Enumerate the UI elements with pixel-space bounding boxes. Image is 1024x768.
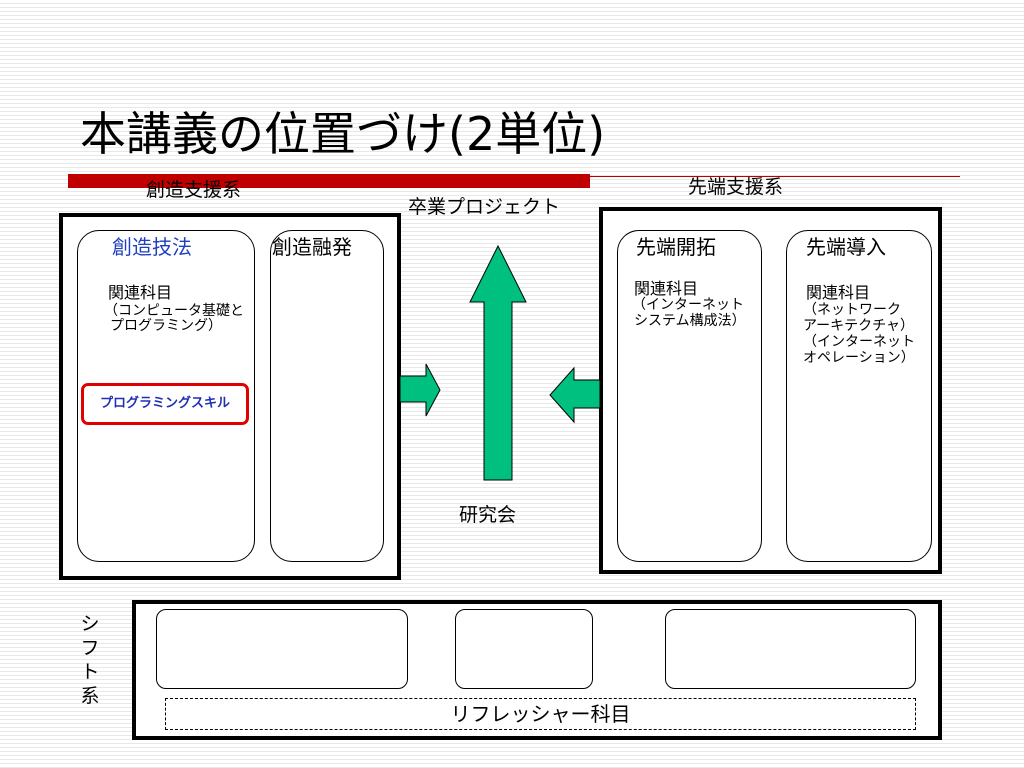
right-arrow <box>399 363 441 417</box>
souzou-gihou-subject-line-1: （コンピュータ基礎と <box>104 303 244 319</box>
kenkyukai-label: 研究会 <box>459 504 517 526</box>
slide-title: 本講義の位置づけ(2単位) <box>80 107 606 161</box>
shift-kei-char-2: フ <box>80 637 100 659</box>
shift-course-box-2 <box>455 609 593 689</box>
sentan-kaitaku-column <box>617 230 762 562</box>
sentan-dounyu-subject-line-1: （ネットワーク <box>803 302 901 318</box>
title-underline-bar <box>68 174 590 188</box>
sentan-kaitaku-subject-heading: 関連科目 <box>634 279 699 298</box>
programming-skill-highlight: プログラミングスキル <box>81 383 249 425</box>
sentan-dounyu-subject-line-4: オペレーション） <box>803 350 915 366</box>
sentan-dounyu-subject-line-2: アーキテクチャ） <box>803 318 915 334</box>
souzou-gihou-subject-heading: 関連科目 <box>108 283 173 302</box>
souzou-yuhatsu-title: 創造融発 <box>272 235 352 259</box>
shift-kei-label: シ フ ト 系 <box>78 612 102 708</box>
sentan-kaitaku-subject-line-2: システム構成法） <box>634 313 746 329</box>
sentan-dounyu-subject-line-3: （インターネット <box>803 334 915 350</box>
souzou-gihou-subject-line-2: プログラミング） <box>110 318 222 334</box>
sentan-dounyu-subject-heading: 関連科目 <box>806 283 871 302</box>
sentan-kaitaku-subject-line-1: （インターネット <box>632 297 744 313</box>
shift-course-box-3 <box>665 609 916 689</box>
souzou-shien-label: 創造支援系 <box>146 179 242 201</box>
shift-kei-char-4: 系 <box>80 685 100 707</box>
souzou-yuhatsu-column <box>270 230 384 562</box>
up-arrow <box>469 244 527 481</box>
shift-kei-char-3: ト <box>80 661 100 683</box>
sentan-dounyu-title: 先端導入 <box>806 235 886 259</box>
shift-kei-char-1: シ <box>80 613 100 635</box>
left-arrow <box>549 366 601 424</box>
souzou-gihou-title: 創造技法 <box>112 235 192 259</box>
refresher-subjects-box: リフレッシャー科目 <box>165 698 916 730</box>
title-underline-thin <box>590 176 960 177</box>
shift-course-box-1 <box>156 609 408 689</box>
sotsugyo-project-label: 卒業プロジェクト <box>408 196 561 218</box>
sentan-kaitaku-title: 先端開拓 <box>636 235 716 259</box>
sentan-shien-label: 先端支援系 <box>688 176 784 198</box>
sentan-dounyu-column <box>786 230 932 562</box>
